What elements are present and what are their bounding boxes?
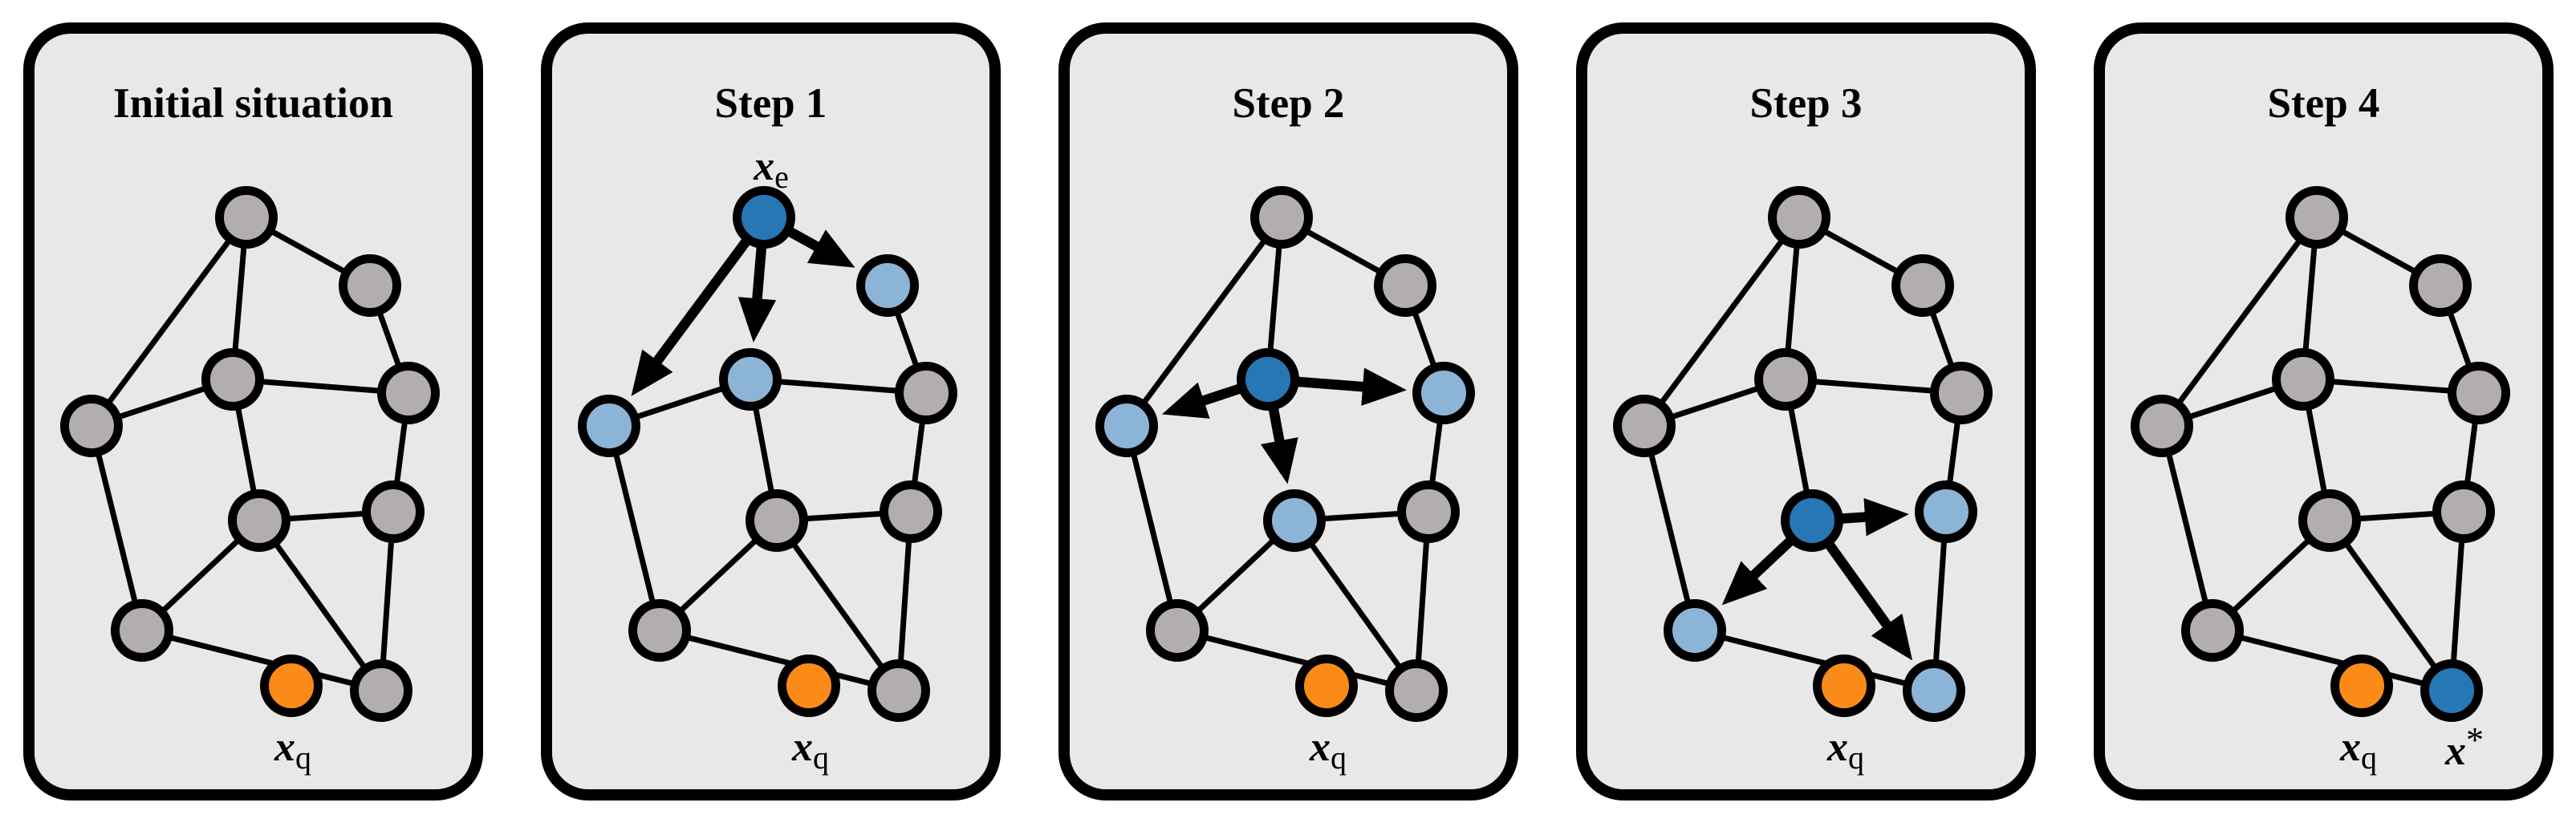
graph-node-N8	[2181, 599, 2244, 662]
graph-node-N4	[719, 348, 782, 411]
graph-node-N5	[2131, 395, 2193, 457]
graph-node-N7	[880, 480, 942, 543]
graph-node-N2	[1374, 254, 1436, 317]
graph-node-N4	[1237, 348, 1299, 411]
graph-node-N8	[628, 599, 691, 662]
graph-node-N9	[350, 659, 412, 722]
graph-node-N2	[339, 254, 401, 317]
edge-N8-N9	[1176, 627, 1417, 694]
graph-node-N9	[2420, 659, 2483, 722]
graph-node-N1	[1768, 186, 1830, 249]
graph-canvas-step-4: xq x*	[2094, 22, 2554, 800]
label-x-q: xq	[791, 724, 829, 776]
graph-node-N9	[1903, 659, 1965, 722]
edge-N5-N8	[88, 425, 145, 631]
graph-node-N6	[2298, 489, 2361, 552]
graph-node-N1	[733, 186, 795, 249]
graph-node-N1	[215, 186, 278, 249]
graph-node-N6	[1263, 489, 1326, 552]
graph-node-N5	[60, 395, 123, 457]
query-node	[1813, 655, 1875, 717]
edge-N5-N8	[1123, 425, 1180, 631]
graph-canvas-step-1: xe xq	[541, 22, 1001, 800]
graph-node-N3	[2448, 362, 2510, 424]
graph-node-N7	[362, 480, 425, 543]
panel-step-4: Step 4 xq x*	[2094, 22, 2554, 800]
edge-N1-N5	[1124, 215, 1284, 428]
edge-N1-N5	[1642, 215, 1802, 428]
edge-N1-N5	[2160, 215, 2319, 428]
panel-title-step-3: Step 3	[1749, 80, 1863, 127]
graph-node-N7	[2432, 480, 2495, 543]
query-node	[2330, 655, 2393, 717]
label-x-star: x*	[2444, 720, 2484, 774]
panel-step-1: Step 1 xe xq	[541, 22, 1001, 800]
edge-N6-N9	[2327, 518, 2454, 693]
panel-step-3: Step 3 xq	[1576, 22, 2036, 800]
graph-node-N6	[1781, 489, 1843, 552]
edge-N8-N9	[659, 627, 900, 694]
graph-node-N8	[1146, 599, 1209, 662]
edge-N6-N9	[774, 518, 901, 693]
graph-node-N1	[1250, 186, 1313, 249]
graph-node-N5	[578, 395, 640, 457]
panel-title-step-1: Step 1	[714, 80, 827, 127]
panel-initial: Initial situation xq	[23, 22, 483, 800]
query-node	[1295, 655, 1358, 717]
graph-node-N2	[856, 254, 919, 317]
edge-N5-N8	[1641, 425, 1698, 631]
graph-node-N8	[1664, 599, 1726, 662]
graph-node-N5	[1613, 395, 1676, 457]
graph-canvas-step-3: xq	[1576, 22, 2036, 800]
label-x-q: xq	[2339, 724, 2377, 776]
graph-node-N3	[895, 362, 957, 424]
panel-title-step-2: Step 2	[1232, 80, 1345, 127]
graph-node-N4	[2272, 348, 2334, 411]
panel-step-2: Step 2 xq	[1058, 22, 1518, 800]
edge-N8-N9	[2212, 627, 2452, 694]
graph-node-N1	[2285, 186, 2348, 249]
label-x-q: xq	[274, 724, 311, 776]
graph-node-N9	[867, 659, 930, 722]
panel-title-step-4: Step 4	[2267, 80, 2380, 127]
edge-N8-N9	[1694, 627, 1935, 694]
graph-node-N7	[1915, 480, 1977, 543]
graph-node-N6	[746, 489, 808, 552]
graph-canvas-initial: xq	[23, 22, 483, 800]
query-node	[778, 655, 840, 717]
graph-node-N3	[1930, 362, 1993, 424]
graph-node-N2	[2409, 254, 2472, 317]
graph-node-N3	[1412, 362, 1475, 424]
edge-N6-N9	[257, 518, 384, 693]
edge-N5-N8	[606, 425, 663, 631]
edge-N1-N5	[89, 215, 249, 428]
edge-N6-N9	[1292, 518, 1419, 693]
graph-node-N2	[1891, 254, 1954, 317]
label-x-q: xq	[1826, 724, 1864, 776]
graph-node-N9	[1385, 659, 1448, 722]
edge-N8-N9	[141, 627, 382, 694]
graph-node-N3	[377, 362, 440, 424]
label-x-e: xe	[753, 144, 789, 195]
graph-canvas-step-2: xq	[1058, 22, 1518, 800]
graph-node-N8	[111, 599, 173, 662]
edge-N5-N8	[2159, 425, 2216, 631]
label-x-q: xq	[1309, 724, 1347, 776]
graph-node-N4	[1754, 348, 1817, 411]
graph-node-N6	[228, 489, 291, 552]
query-node	[260, 655, 323, 717]
graph-node-N4	[201, 348, 264, 411]
panel-title-initial: Initial situation	[112, 80, 393, 127]
graph-node-N7	[1397, 480, 1460, 543]
graph-node-N5	[1095, 395, 1158, 457]
arrow-N1-N5	[631, 214, 769, 396]
